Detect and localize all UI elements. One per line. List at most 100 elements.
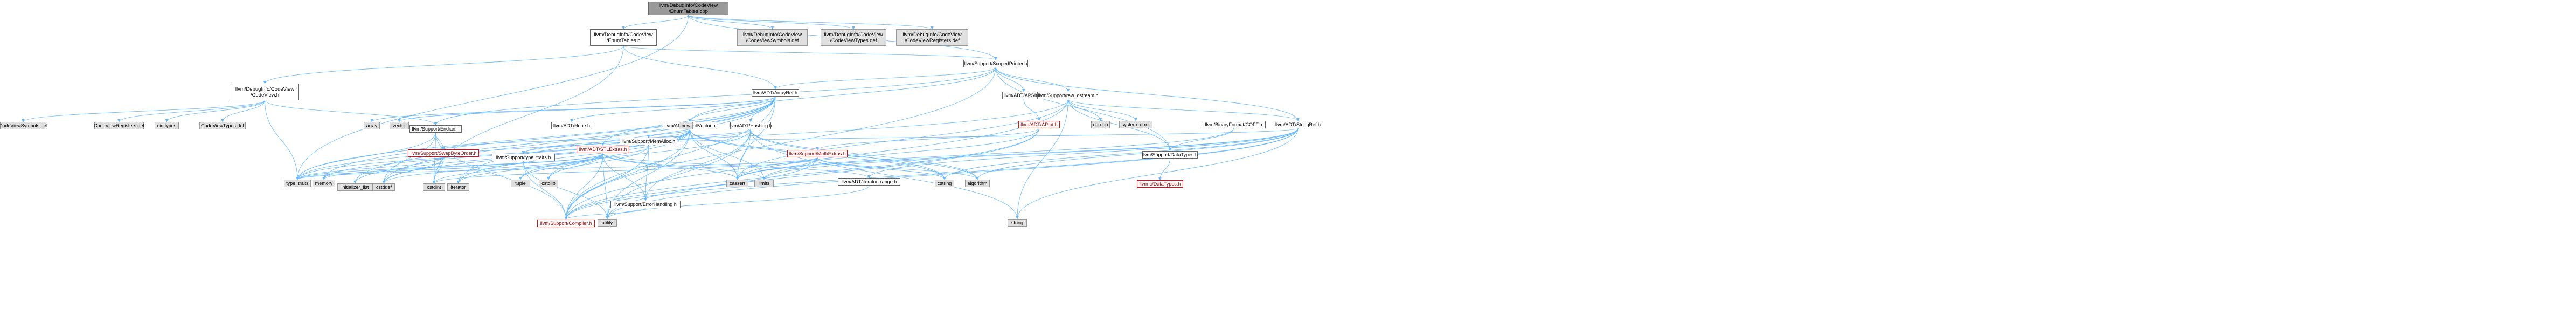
node-cv-types-def-short[interactable]: CodeViewTypes.def — [199, 122, 246, 129]
edge-smallvector_h-to-memalloc_h — [647, 129, 690, 138]
edge-swapbyteorder_h-to-cstdint — [432, 156, 444, 184]
node-new[interactable]: new — [679, 122, 693, 129]
node-type-traits-h[interactable]: llvm/Support/type_traits.h — [492, 154, 555, 161]
edge-hashing_h-to-algorithm — [750, 129, 979, 180]
node-enumtables-h[interactable]: llvm/DebugInfo/CodeView/EnumTables.h — [590, 29, 657, 46]
node-cv-registers-def-short[interactable]: CodeViewRegisters.def — [94, 122, 144, 129]
edge-raw_ostream_h-to-system_error — [1068, 99, 1137, 121]
node-utility[interactable]: utility — [598, 219, 617, 227]
edge-root-to-codeview_types_def — [688, 15, 855, 30]
edge-endian_h-to-type_traits — [296, 132, 436, 180]
node-llvm-c-datatypes-h[interactable]: llvm-c/DataTypes.h — [1137, 180, 1183, 188]
edge-errorhandling_h-to-compiler_h — [564, 208, 646, 220]
node-memory[interactable]: memory — [313, 180, 335, 187]
node-cstdlib[interactable]: cstdlib — [539, 180, 558, 187]
node-scopedprinter-h[interactable]: llvm/Support/ScopedPrinter.h — [963, 60, 1028, 67]
edge-stlextras_h-to-cassert — [602, 153, 739, 180]
node-arrayref-h[interactable]: llvm/ADT/ArrayRef.h — [752, 89, 799, 97]
node-binaryformat-coff-h[interactable]: llvm/BinaryFormat/COFF.h — [1202, 121, 1266, 128]
edge-arrayref_h-to-memory — [322, 96, 776, 180]
edge-raw_ostream_h-to-cassert — [735, 99, 1068, 180]
node-cstring[interactable]: cstring — [935, 180, 954, 187]
node-compiler-h[interactable]: llvm/Support/Compiler.h — [537, 220, 595, 227]
node-endian-h[interactable]: llvm/Support/Endian.h — [409, 125, 462, 133]
edge-stlextras_h-to-compiler_h — [564, 153, 603, 220]
edge-codeview_h-to-cv_symbols_def_short — [22, 100, 265, 122]
edge-arrayref_h-to-smallvector_h — [688, 96, 776, 122]
edge-memalloc_h-to-errorhandling_h — [644, 145, 649, 201]
edge-arrayref_h-to-none_h — [570, 96, 776, 122]
node-type-traits[interactable]: type_traits — [284, 180, 311, 187]
node-memalloc-h[interactable]: llvm/Support/MemAlloc.h — [620, 138, 677, 145]
node-algorithm[interactable]: algorithm — [965, 180, 990, 187]
edge-smallvector_h-to-limits — [690, 129, 766, 180]
node-vector[interactable]: vector — [390, 122, 409, 129]
edge-stlextras_h-to-errorhandling_h — [602, 153, 647, 201]
node-codeview-registers-def[interactable]: llvm/DebugInfo/CodeView/CodeViewRegister… — [896, 29, 968, 46]
edge-enumtables_h-to-arrayref_h — [623, 45, 777, 90]
node-enumtables-cpp[interactable]: llvm/DebugInfo/CodeView/EnumTables.cpp — [648, 2, 728, 15]
edge-hashing_h-to-string — [750, 129, 1019, 220]
edge-endian_h-to-compiler_h — [435, 132, 568, 220]
edge-arrayref_h-to-compiler_h — [564, 96, 776, 220]
node-array[interactable]: array — [364, 122, 380, 129]
node-initializer-list[interactable]: initializer_list — [337, 183, 373, 191]
node-cstddef[interactable]: cstddef — [373, 183, 395, 191]
edge-mathextras_h-to-algorithm — [817, 157, 979, 180]
edge-stringref_h-to-iterator_range_h — [867, 128, 1299, 179]
node-system-error[interactable]: system_error — [1119, 121, 1152, 128]
edge-codeview_h-to-endian_h — [265, 100, 438, 126]
edge-iterator_range_h-to-utility — [606, 185, 870, 220]
edge-mathextras_h-to-type_traits — [296, 157, 818, 180]
edge-datatypes_h-to-llvm_c_datatypes_h — [1158, 158, 1170, 181]
edge-smallvector_h-to-type_traits_h — [522, 129, 690, 154]
node-tuple[interactable]: tuple — [511, 180, 530, 187]
node-cstdint[interactable]: cstdint — [423, 183, 445, 191]
edge-mathextras_h-to-cstring — [817, 157, 946, 180]
node-errorhandling-h[interactable]: llvm/Support/ErrorHandling.h — [610, 201, 681, 208]
node-limits[interactable]: limits — [754, 180, 774, 187]
node-codeview-h[interactable]: llvm/DebugInfo/CodeView/CodeView.h — [231, 84, 299, 100]
edge-codeview_h-to-cinttypes — [165, 100, 265, 122]
node-stringref-h[interactable]: llvm/ADT/StringRef.h — [1275, 121, 1321, 128]
edge-codeview_h-to-type_traits — [265, 100, 299, 180]
edge-hashing_h-to-cassert — [735, 129, 751, 180]
edge-scopedprinter_h-to-apsint_h — [995, 67, 1025, 92]
node-cinttypes[interactable]: cinttypes — [155, 122, 179, 129]
node-cassert[interactable]: cassert — [726, 180, 748, 187]
edge-mathextras_h-to-cassert — [735, 157, 818, 180]
edge-stringref_h-to-utility — [606, 128, 1299, 220]
node-stlextras-h[interactable]: llvm/ADT/STLExtras.h — [577, 146, 629, 153]
edge-stlextras_h-to-cstdint — [432, 153, 603, 184]
edge-stlextras_h-to-limits — [602, 153, 766, 180]
edge-root-to-codeview_registers_def — [688, 15, 934, 30]
edge-stringref_h-to-algorithm — [976, 128, 1299, 180]
node-string[interactable]: string — [1008, 219, 1027, 227]
edge-mathextras_h-to-compiler_h — [564, 157, 818, 220]
edge-apint_h-to-compiler_h — [564, 128, 1039, 220]
node-iterator[interactable]: iterator — [447, 183, 469, 191]
node-codeview-symbols-def[interactable]: llvm/DebugInfo/CodeView/CodeViewSymbols.… — [737, 29, 808, 46]
edge-swapbyteorder_h-to-cstddef — [382, 156, 444, 184]
node-codeview-types-def[interactable]: llvm/DebugInfo/CodeView/CodeViewTypes.de… — [821, 29, 886, 46]
edge-codeview_h-to-cv_registers_def_short — [117, 100, 265, 122]
node-iterator-range-h[interactable]: llvm/ADT/iterator_range.h — [838, 178, 900, 186]
node-hashing-h[interactable]: llvm/ADT/Hashing.h — [729, 122, 772, 129]
node-chrono[interactable]: chrono — [1091, 121, 1110, 128]
node-datatypes-h[interactable]: llvm/Support/DataTypes.h — [1142, 151, 1198, 159]
node-cv-symbols-def-short[interactable]: CodeViewSymbols.def — [0, 122, 48, 129]
node-apint-h[interactable]: llvm/ADT/APInt.h — [1018, 121, 1060, 128]
edge-stringref_h-to-cstring — [943, 128, 1299, 180]
edge-root-to-enumtables_h — [622, 15, 689, 30]
edge-endian_h-to-cstdint — [432, 132, 436, 184]
node-raw-ostream-h[interactable]: llvm/Support/raw_ostream.h — [1037, 92, 1099, 99]
edge-enumtables_h-to-codeview_h — [263, 45, 624, 84]
edge-scopedprinter_h-to-stringref_h — [995, 67, 1300, 121]
edge-codeview_h-to-cv_types_def_short — [221, 100, 265, 122]
node-mathextras-h[interactable]: llvm/Support/MathExtras.h — [787, 150, 848, 157]
edge-scopedprinter_h-to-arrayref_h — [774, 67, 996, 90]
edge-raw_ostream_h-to-chrono — [1068, 99, 1102, 121]
edge-stringref_h-to-string — [1016, 128, 1299, 220]
node-swapbyteorder-h[interactable]: llvm/Support/SwapByteOrder.h — [408, 149, 479, 157]
node-none-h[interactable]: llvm/ADT/None.h — [551, 122, 592, 129]
